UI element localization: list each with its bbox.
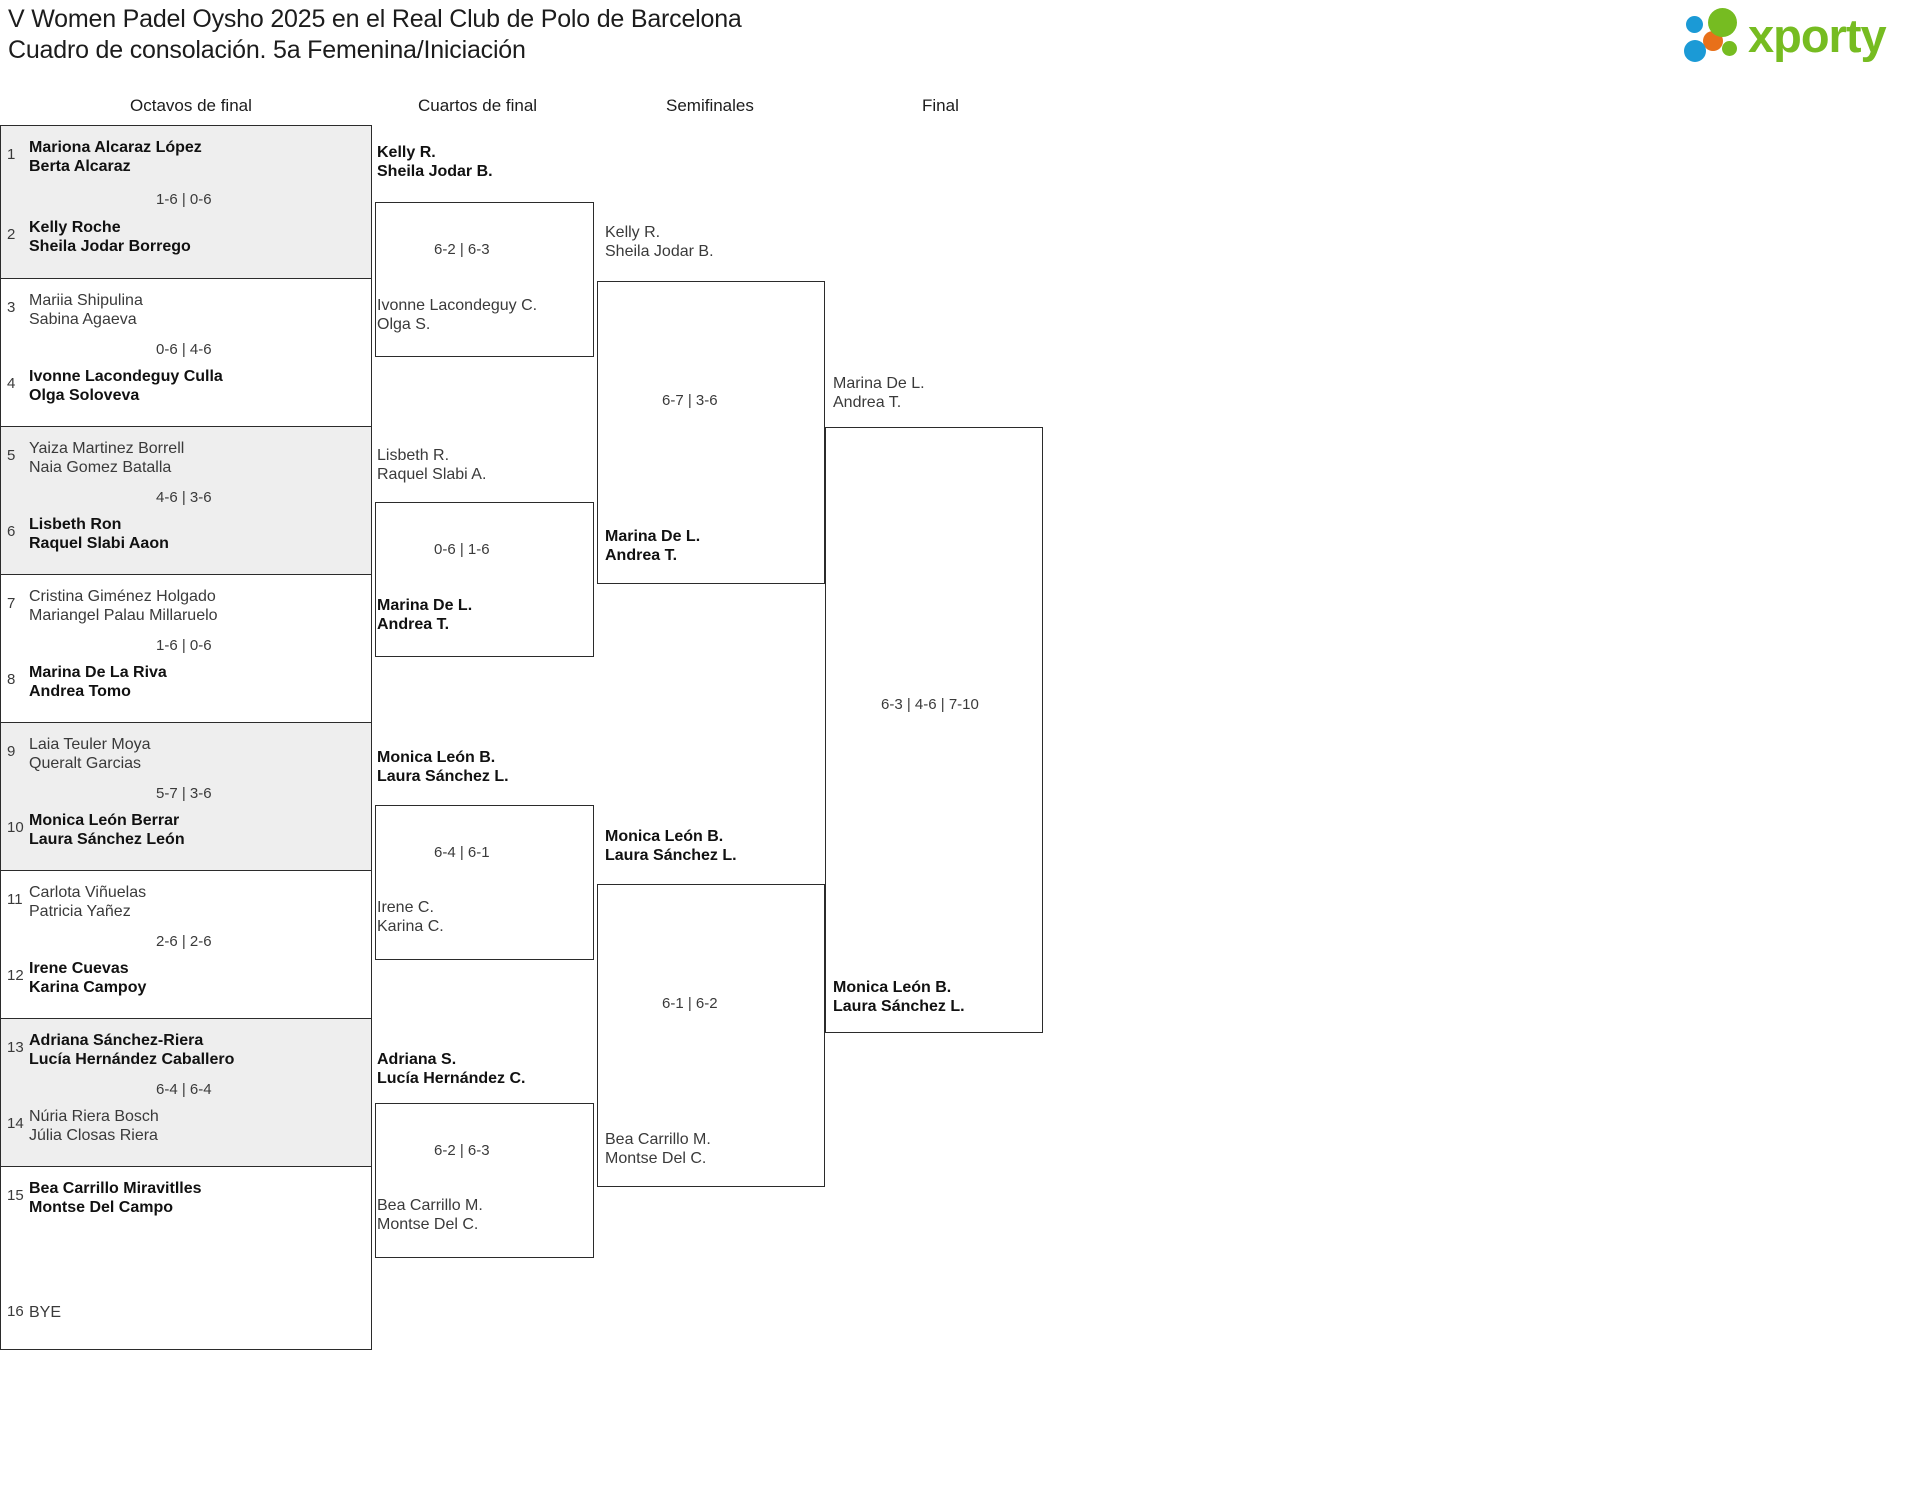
qf-team-1-top: Kelly R. Sheila Jodar B. xyxy=(377,144,493,180)
qf-score-2: 0-6 | 1-6 xyxy=(434,541,490,558)
r1-seed-7-top: 13 xyxy=(7,1039,24,1056)
qf-team-2-top: Lisbeth R. Raquel Slabi A. xyxy=(377,447,487,483)
sf-match-2[interactable]: 6-1 | 6-2 xyxy=(597,884,825,1187)
r1-match-1[interactable]: 1 Mariona Alcaraz López Berta Alcaraz 1-… xyxy=(0,125,372,279)
qf-score-3: 6-4 | 6-1 xyxy=(434,844,490,861)
r1-team-5-top: Laia Teuler Moya Queralt Garcias xyxy=(29,736,151,772)
qf-match-4[interactable]: 6-2 | 6-3 xyxy=(375,1103,594,1258)
r1-match-4[interactable]: 7 Cristina Giménez Holgado Mariangel Pal… xyxy=(0,575,372,723)
r1-seed-8-bot: 16 xyxy=(7,1303,24,1320)
logo-dots-icon xyxy=(1684,8,1746,62)
round-header-octavos: Octavos de final xyxy=(130,96,252,115)
sf-team-1-top: Kelly R. Sheila Jodar B. xyxy=(605,224,714,260)
r1-seed-7-bot: 14 xyxy=(7,1115,24,1132)
qf-score-4: 6-2 | 6-3 xyxy=(434,1142,490,1159)
r1-seed-5-top: 9 xyxy=(7,743,16,760)
r1-seed-3-bot: 6 xyxy=(7,523,16,540)
r1-score-1: 1-6 | 0-6 xyxy=(156,191,212,208)
sf-team-2-bot: Bea Carrillo M. Montse Del C. xyxy=(605,1131,711,1167)
r1-score-3: 4-6 | 3-6 xyxy=(156,489,212,506)
final-team-top: Marina De L. Andrea T. xyxy=(833,375,925,411)
r1-seed-2-bot: 4 xyxy=(7,375,16,392)
r1-seed-6-bot: 12 xyxy=(7,967,24,984)
qf-team-4-top: Adriana S. Lucía Hernández C. xyxy=(377,1051,526,1087)
r1-score-4: 1-6 | 0-6 xyxy=(156,637,212,654)
logo-dot-green-small xyxy=(1722,41,1737,56)
qf-team-3-top: Monica León B. Laura Sánchez L. xyxy=(377,749,509,785)
r1-seed-3-top: 5 xyxy=(7,447,16,464)
r1-team-4-top: Cristina Giménez Holgado Mariangel Palau… xyxy=(29,588,218,624)
sf-match-1[interactable]: 6-7 | 3-6 xyxy=(597,281,825,584)
qf-team-1-bot: Ivonne Lacondeguy C. Olga S. xyxy=(377,297,538,333)
r1-score-7: 6-4 | 6-4 xyxy=(156,1081,212,1098)
logo-wordmark: xporty xyxy=(1748,8,1887,62)
r1-seed-1-bot: 2 xyxy=(7,226,16,243)
round-header-final: Final xyxy=(922,96,959,115)
r1-seed-1-top: 1 xyxy=(7,146,16,163)
r1-seed-8-top: 15 xyxy=(7,1187,24,1204)
final-team-bottom: Monica León B. Laura Sánchez L. xyxy=(833,979,965,1015)
tournament-title-line2: Cuadro de consolación. 5a Femenina/Inici… xyxy=(8,36,526,64)
r1-team-3-bot: Lisbeth Ron Raquel Slabi Aaon xyxy=(29,516,169,552)
xporty-logo[interactable]: xporty xyxy=(1684,6,1902,64)
r1-score-5: 5-7 | 3-6 xyxy=(156,785,212,802)
logo-dot-blue-large xyxy=(1684,40,1706,62)
r1-seed-4-top: 7 xyxy=(7,595,16,612)
r1-team-8-top: Bea Carrillo Miravitlles Montse Del Camp… xyxy=(29,1180,202,1216)
r1-team-2-top: Mariia Shipulina Sabina Agaeva xyxy=(29,292,143,328)
r1-match-8[interactable]: 15 Bea Carrillo Miravitlles Montse Del C… xyxy=(0,1167,372,1350)
r1-seed-6-top: 11 xyxy=(7,891,23,908)
r1-score-2: 0-6 | 4-6 xyxy=(156,341,212,358)
qf-match-1[interactable]: 6-2 | 6-3 xyxy=(375,202,594,357)
r1-match-3[interactable]: 5 Yaiza Martinez Borrell Naia Gomez Bata… xyxy=(0,427,372,575)
final-score: 6-3 | 4-6 | 7-10 xyxy=(881,696,979,713)
qf-team-4-bot: Bea Carrillo M. Montse Del C. xyxy=(377,1197,483,1233)
r1-team-1-bot: Kelly Roche Sheila Jodar Borrego xyxy=(29,219,191,255)
r1-team-7-bot: Núria Riera Bosch Júlia Closas Riera xyxy=(29,1108,159,1144)
r1-match-2[interactable]: 3 Mariia Shipulina Sabina Agaeva 0-6 | 4… xyxy=(0,279,372,427)
logo-dot-blue-small xyxy=(1686,16,1703,33)
round-header-semifinales: Semifinales xyxy=(666,96,754,115)
r1-match-7[interactable]: 13 Adriana Sánchez-Riera Lucía Hernández… xyxy=(0,1019,372,1167)
r1-team-1-top: Mariona Alcaraz López Berta Alcaraz xyxy=(29,139,202,175)
r1-team-8-bot: BYE xyxy=(29,1304,62,1321)
r1-match-6[interactable]: 11 Carlota Viñuelas Patricia Yañez 2-6 |… xyxy=(0,871,372,1019)
qf-match-2[interactable]: 0-6 | 1-6 xyxy=(375,502,594,657)
r1-seed-4-bot: 8 xyxy=(7,671,16,688)
r1-seed-5-bot: 10 xyxy=(7,819,24,836)
page-title: V Women Padel Oysho 2025 en el Real Club… xyxy=(8,4,742,66)
r1-team-5-bot: Monica León Berrar Laura Sánchez León xyxy=(29,812,185,848)
tournament-title-line1: V Women Padel Oysho 2025 en el Real Club… xyxy=(8,5,742,33)
r1-team-6-bot: Irene Cuevas Karina Campoy xyxy=(29,960,147,996)
qf-team-3-bot: Irene C. Karina C. xyxy=(377,899,444,935)
sf-score-1: 6-7 | 3-6 xyxy=(662,392,718,409)
r1-match-5[interactable]: 9 Laia Teuler Moya Queralt Garcias 5-7 |… xyxy=(0,723,372,871)
sf-score-2: 6-1 | 6-2 xyxy=(662,995,718,1012)
qf-score-1: 6-2 | 6-3 xyxy=(434,241,490,258)
r1-team-4-bot: Marina De La Riva Andrea Tomo xyxy=(29,664,167,700)
r1-team-6-top: Carlota Viñuelas Patricia Yañez xyxy=(29,884,147,920)
sf-team-2-top: Monica León B. Laura Sánchez L. xyxy=(605,828,737,864)
qf-team-2-bot: Marina De L. Andrea T. xyxy=(377,597,473,633)
r1-score-6: 2-6 | 2-6 xyxy=(156,933,212,950)
logo-dot-green-large xyxy=(1708,8,1737,37)
final-match[interactable]: 6-3 | 4-6 | 7-10 xyxy=(825,427,1043,1033)
r1-team-3-top: Yaiza Martinez Borrell Naia Gomez Batall… xyxy=(29,440,185,476)
qf-match-3[interactable]: 6-4 | 6-1 xyxy=(375,805,594,960)
r1-team-2-bot: Ivonne Lacondeguy Culla Olga Soloveva xyxy=(29,368,223,404)
round-header-cuartos: Cuartos de final xyxy=(418,96,538,115)
sf-team-1-bot: Marina De L. Andrea T. xyxy=(605,528,701,564)
r1-seed-2-top: 3 xyxy=(7,299,16,316)
r1-team-7-top: Adriana Sánchez-Riera Lucía Hernández Ca… xyxy=(29,1032,235,1068)
